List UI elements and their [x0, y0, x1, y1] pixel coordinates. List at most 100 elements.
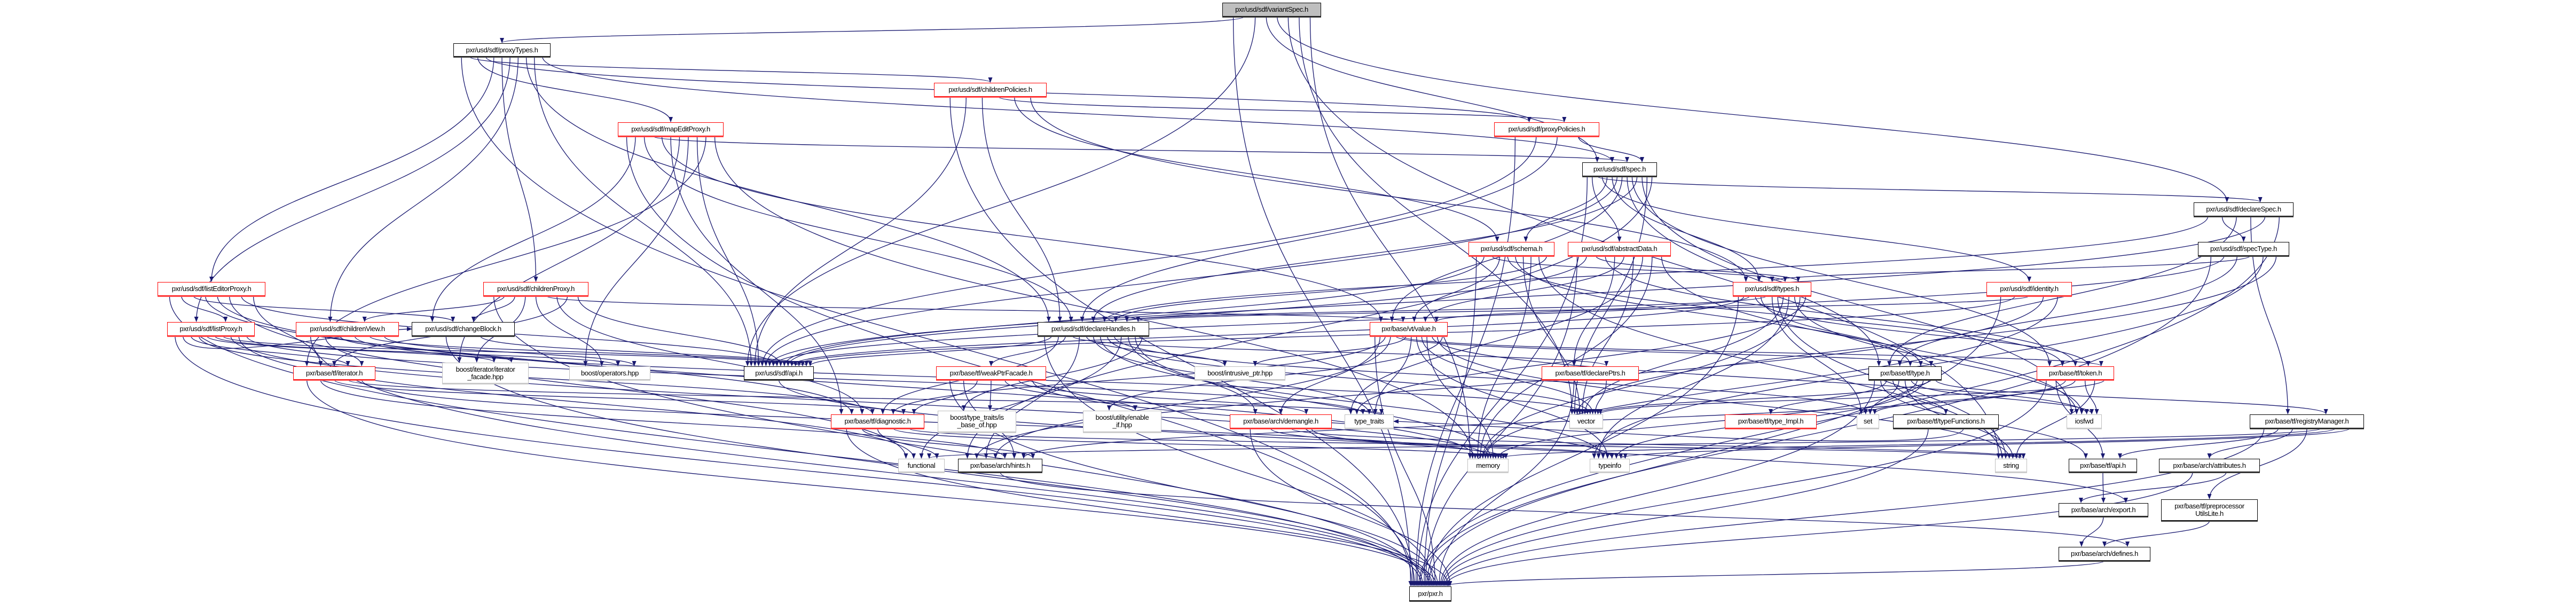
edge-childrenProxy-to-vtValue [546, 295, 1405, 322]
edge-spec-to-declareHandles [1091, 176, 1638, 322]
node-set: set [1857, 414, 1879, 428]
node-memory: memory [1467, 459, 1509, 472]
edge-proxyTypes-to-childrenPolicies [469, 56, 993, 83]
node-weakptrfacade-h[interactable]: pxr/base/tf/weakPtrFacade.h [936, 366, 1046, 380]
node-proxytypes-h[interactable]: pxr/usd/sdf/proxyTypes.h [453, 43, 551, 57]
node-sdf-types-h[interactable]: pxr/usd/sdf/types.h [1733, 282, 1811, 296]
edge-mapEditProxy-to-boostOperators [583, 136, 689, 366]
edge-archDefines-to-pxr [1445, 560, 2105, 586]
node-vector: vector [1569, 414, 1603, 428]
edge-demangle-to-pxr [1250, 428, 1452, 586]
node-vt-value-h[interactable]: pxr/base/vt/value.h [1370, 322, 1448, 336]
edge-tfType-to-vector [1596, 379, 1930, 414]
node-tf-api-h[interactable]: pxr/base/tf/api.h [2069, 459, 2137, 472]
node-schema-h[interactable]: pxr/usd/sdf/schema.h [1468, 242, 1554, 256]
node-identity-h[interactable]: pxr/usd/sdf/identity.h [1986, 282, 2072, 296]
node-declareptrs-h[interactable]: pxr/base/tf/declarePtrs.h [1542, 366, 1639, 380]
edge-registryManager-to-memory [1499, 428, 2336, 459]
node-iterator-facade-hpp: boost/iterator/iterator _facade.hpp [442, 363, 529, 383]
node-declarespec-h[interactable]: pxr/usd/sdf/declareSpec.h [2194, 202, 2294, 216]
node-variantspec-h[interactable]: pxr/usd/sdf/variantSpec.h [1222, 3, 1321, 17]
node-diagnostic-h[interactable]: pxr/base/tf/diagnostic.h [831, 414, 924, 428]
edge-tfType-to-registryManager [1935, 379, 2328, 414]
edge-variantSpec-to-sdfApi [745, 16, 1256, 366]
node-childrenpolicies-h[interactable]: pxr/usd/sdf/childrenPolicies.h [934, 83, 1047, 97]
node-typefunctions-h[interactable]: pxr/base/tf/typeFunctions.h [1893, 414, 1999, 428]
edge-sdfTypes-to-sdfApi [789, 295, 1745, 366]
node-type-impl-h[interactable]: pxr/base/tf/type_Impl.h [1725, 414, 1817, 428]
node-listproxy-h[interactable]: pxr/usd/sdf/listProxy.h [167, 322, 255, 336]
edge-abstractData-to-vtValue [1423, 255, 1624, 322]
edge-diagnostic-to-hints [861, 428, 1035, 459]
node-tf-type-h[interactable]: pxr/base/tf/type.h [1868, 366, 1942, 380]
edge-sdfTypes-to-iosfwd [1794, 295, 2084, 414]
edge-sdfTypes-to-memory [1480, 295, 1801, 459]
node-export-h[interactable]: pxr/base/arch/export.h [2059, 503, 2148, 516]
node-listeditorproxy-h[interactable]: pxr/usd/sdf/listEditorProxy.h [158, 282, 265, 296]
node-pxr-h[interactable]: pxr/pxr.h [1409, 586, 1451, 601]
edge-vtValue-to-tfToken [1400, 335, 2103, 366]
edge-schema-to-vtValue [1412, 255, 1501, 322]
edge-registryManager-to-typeinfo [1619, 428, 2350, 459]
edge-childrenProxy-to-changeBlock [471, 295, 515, 322]
node-childrenproxy-h[interactable]: pxr/usd/sdf/childrenProxy.h [483, 282, 588, 296]
node-hints-h[interactable]: pxr/base/arch/hints.h [958, 459, 1042, 472]
edge-tfIterator-to-hints [320, 379, 1007, 459]
node-abstractdata-h[interactable]: pxr/usd/sdf/abstractData.h [1568, 242, 1671, 256]
edge-vtValue-to-tfType [1395, 335, 1934, 366]
node-childrenview-h[interactable]: pxr/usd/sdf/childrenView.h [296, 322, 399, 336]
edge-mapEditProxy-to-declareHandles [643, 136, 1073, 322]
edge-schema-to-declareHandles [1113, 255, 1548, 322]
edge-spec-to-abstractData [1592, 176, 1622, 242]
edge-vtValue-to-intrusivePtr [1253, 335, 1407, 366]
node-preprocessorutilslite-h[interactable]: pxr/base/tf/preprocessor UtilsLite.h [2161, 499, 2258, 521]
edge-listProxy-to-boostOperators [214, 335, 620, 366]
edge-proxyTypes-to-childrenProxy [501, 56, 538, 282]
edge-typeFunctions-to-pxr [1441, 428, 1929, 586]
node-spectype-h[interactable]: pxr/usd/sdf/specType.h [2198, 242, 2289, 256]
node-registrymanager-h[interactable]: pxr/base/tf/registryManager.h [2250, 414, 2364, 428]
edge-variantSpec-to-pxr [1232, 16, 1413, 586]
edge-registryManager-to-functional [927, 428, 2322, 459]
node-intrusive-ptr-hpp: boost/intrusive_ptr.hpp [1195, 366, 1285, 380]
edge-spec-to-declareSpec [1597, 176, 2263, 202]
edge-identity-to-memory [1483, 295, 2058, 459]
node-changeblock-h[interactable]: pxr/usd/sdf/changeBlock.h [412, 322, 515, 336]
node-boost-operators-hpp: boost/operators.hpp [569, 366, 650, 380]
edge-listProxy-to-iteratorFacade [206, 335, 496, 363]
edge-variantSpec-to-vector [1299, 16, 1574, 414]
node-demangle-h[interactable]: pxr/base/arch/demangle.h [1230, 414, 1332, 428]
edge-variantSpec-to-proxyTypes [500, 16, 1245, 43]
edge-tfType-to-memory [1496, 379, 1918, 459]
node-tf-iterator-h[interactable]: pxr/base/tf/iterator.h [293, 366, 375, 380]
edge-abstractData-to-vector [1580, 255, 1634, 414]
edge-mapEditProxy-to-sdfApi [696, 136, 761, 366]
node-spec-h[interactable]: pxr/usd/sdf/spec.h [1582, 162, 1657, 176]
node-attributes-h[interactable]: pxr/base/arch/attributes.h [2159, 459, 2260, 472]
edge-diagnostic-to-memory [893, 428, 1505, 459]
node-declarehandles-h[interactable]: pxr/usd/sdf/declareHandles.h [1038, 322, 1149, 336]
edge-schema-to-sdfTypes [1491, 255, 1787, 282]
edge-declareHandles-to-vector [1106, 335, 1592, 414]
edge-archExport-to-archDefines [2079, 516, 2104, 547]
edge-specType-to-sdfApi [771, 255, 2225, 366]
edge-schema-to-pxr [1422, 255, 1477, 586]
edge-declareHandles-to-sdfApi [808, 335, 1052, 366]
edge-tfIterator-to-typeTraits [348, 379, 1384, 414]
edge-tfIterator-to-pxr [307, 379, 1439, 586]
edge-childrenView-to-pxr [310, 335, 1433, 586]
edge-listProxy-to-memory [230, 335, 1490, 459]
edge-tfToken-to-set [1872, 379, 2076, 414]
node-proxypolicies-h[interactable]: pxr/usd/sdf/proxyPolicies.h [1494, 122, 1599, 136]
node-defines-h[interactable]: pxr/base/arch/defines.h [2059, 547, 2150, 561]
edge-hints-to-archDefines [1000, 472, 2130, 547]
edge-sdfApi-to-archExport [778, 379, 2128, 503]
edge-vtValue-to-iosfwd [1432, 335, 2089, 414]
node-tf-token-h[interactable]: pxr/base/tf/token.h [2037, 366, 2114, 380]
node-type-traits: type_traits [1345, 414, 1394, 428]
edge-weakPtrFacade-to-demangle [1018, 379, 1309, 414]
edge-childrenView-to-tfIterator [325, 335, 364, 366]
edge-sdfTypes-to-tfType [1760, 295, 1923, 366]
node-mapeditproxy-h[interactable]: pxr/usd/sdf/mapEditProxy.h [618, 122, 724, 136]
node-sdf-api-h[interactable]: pxr/usd/sdf/api.h [744, 366, 814, 380]
